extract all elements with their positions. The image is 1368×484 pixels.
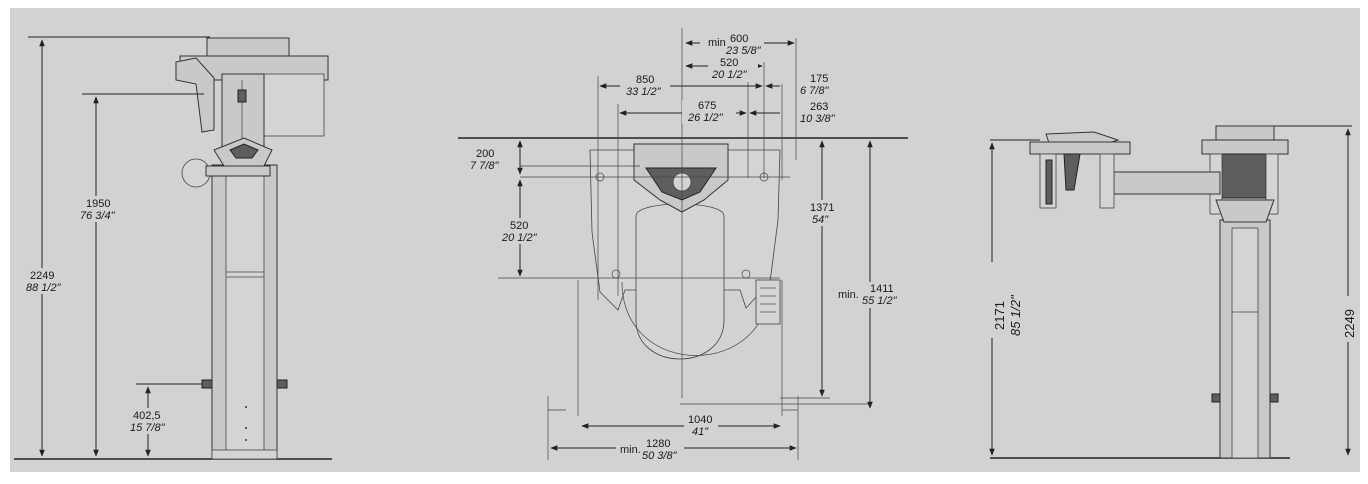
top-min-prefix: min — [708, 37, 726, 49]
front-total-mm: 2249 — [30, 270, 54, 282]
top-1371-mm: 1371 — [810, 202, 834, 214]
top-520-depth-inch: 20 1/2" — [501, 232, 538, 244]
top-520-mm: 520 — [720, 57, 738, 69]
front-left-bracket — [201, 379, 213, 389]
side-head-inch: 85 1/2" — [1008, 294, 1023, 336]
front-view: 2249 88 1/2" 1950 76 3/4" 402,5 15 7/8" — [14, 36, 332, 460]
top-850-mm: 850 — [636, 74, 654, 86]
top-1040-inch: 41" — [692, 426, 709, 438]
front-left-arm — [175, 57, 215, 133]
side-head-body — [1221, 153, 1267, 199]
top-min-600-mm: 600 — [730, 33, 748, 45]
top-min-1411-prefix: min. — [838, 289, 859, 301]
top-175-mm: 175 — [810, 73, 828, 85]
front-head-top — [206, 37, 290, 57]
front-right-bracket — [276, 379, 288, 389]
top-1280-mm: 1280 — [646, 438, 670, 450]
front-head-inch: 76 3/4" — [80, 210, 116, 222]
front-column-inner — [225, 174, 265, 460]
front-head-mm: 1950 — [86, 198, 110, 210]
top-1411-mm: 1411 — [870, 283, 894, 295]
top-min-600-inch: 23 5/8" — [725, 45, 762, 57]
top-1040-mm: 1040 — [688, 414, 712, 426]
side-arm — [1113, 171, 1221, 195]
front-right-panel — [261, 73, 325, 137]
top-675-mm: 675 — [698, 100, 716, 112]
top-263-mm: 263 — [810, 101, 828, 113]
front-total-inch: 88 1/2" — [26, 282, 62, 294]
top-column-ring — [635, 203, 725, 360]
side-head-top — [1215, 125, 1275, 141]
top-200-inch: 7 7/8" — [470, 160, 499, 172]
top-520-depth-mm: 520 — [510, 220, 528, 232]
top-1280-inch: 50 3/8" — [642, 450, 678, 462]
side-head-mm: 2171 — [992, 301, 1007, 330]
top-200-mm: 200 — [476, 148, 494, 160]
top-control-panel — [755, 279, 781, 325]
top-675-inch: 26 1/2" — [687, 112, 724, 124]
top-175-inch: 6 7/8" — [800, 85, 829, 97]
top-263-inch: 10 3/8" — [800, 113, 836, 125]
top-850-inch: 33 1/2" — [626, 86, 662, 98]
top-min-1280-prefix: min. — [620, 444, 641, 456]
top-1371-inch: 54" — [812, 214, 829, 226]
front-base-inch: 15 7/8" — [130, 422, 166, 434]
front-base-mm: 402,5 — [133, 410, 161, 422]
top-view: min 600 23 5/8" 520 20 1/2" 850 33 1/2" … — [458, 28, 908, 462]
top-520-inch: 20 1/2" — [711, 69, 748, 81]
side-c-arm-right — [1099, 153, 1115, 209]
top-1411-inch: 55 1/2" — [862, 295, 898, 307]
side-total-mm: 2249 — [1342, 309, 1357, 338]
side-view: 2171 85 1/2" 2249 — [982, 125, 1360, 459]
